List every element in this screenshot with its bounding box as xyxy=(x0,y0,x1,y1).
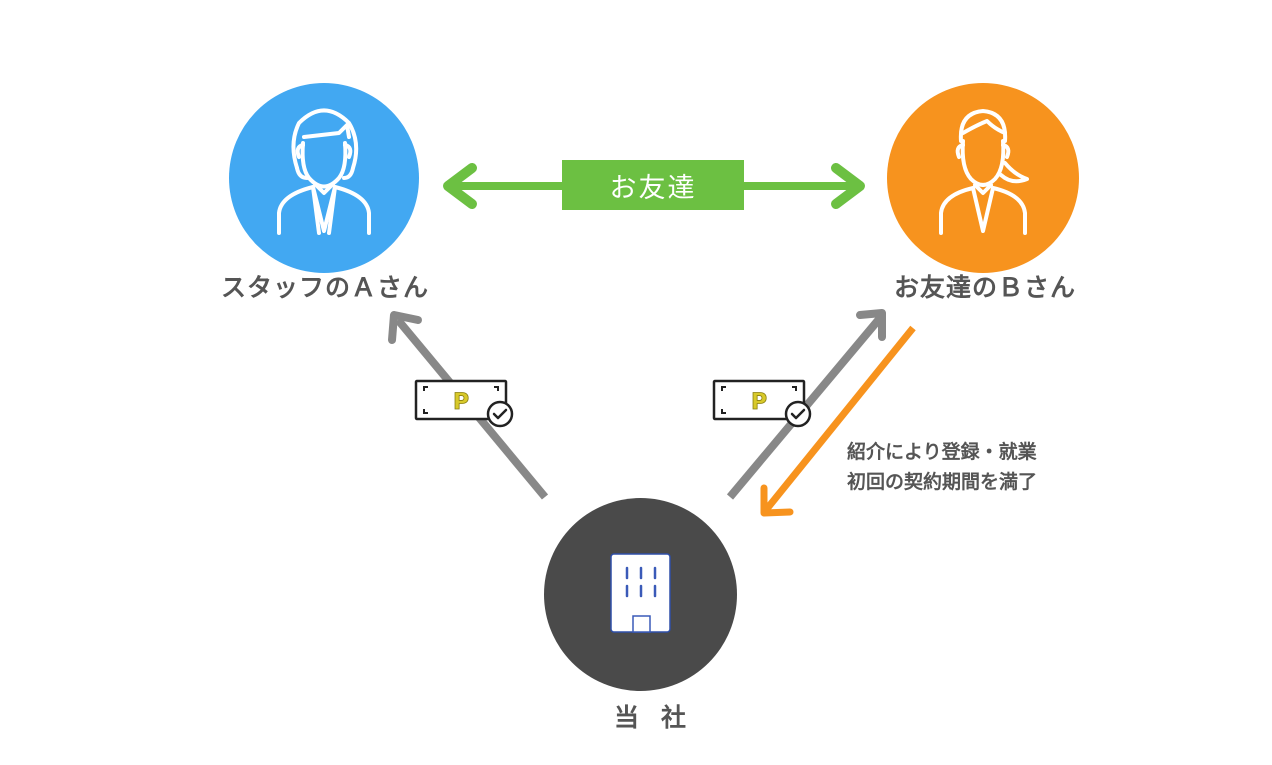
referral-condition-note: 紹介により登録・就業 初回の契約期間を満了 xyxy=(847,437,1037,497)
check-circle-icon xyxy=(486,400,514,428)
friend-b-avatar xyxy=(887,83,1079,273)
check-circle-icon xyxy=(784,400,812,428)
company-label: 当社 xyxy=(613,703,708,732)
person-woman-ponytail-icon xyxy=(939,109,1029,235)
note-line-1: 紹介により登録・就業 xyxy=(847,441,1037,463)
staff-a-avatar xyxy=(229,83,419,273)
friend-relation-label: お友達 xyxy=(562,160,744,210)
friend-b-label: お友達のＢさん xyxy=(893,273,1076,302)
friend-relation-text: お友達 xyxy=(609,172,697,204)
ticket-letter: P xyxy=(453,390,469,415)
office-building-icon xyxy=(610,553,671,633)
ticket-letter: P xyxy=(751,390,767,415)
points-ticket-right: P xyxy=(712,379,812,428)
arrow-friend-b-to-company xyxy=(760,325,916,517)
person-woman-short-hair-icon xyxy=(277,108,371,235)
points-ticket-left: P xyxy=(414,379,514,428)
company-node xyxy=(544,498,737,691)
note-line-2: 初回の契約期間を満了 xyxy=(847,471,1038,493)
staff-a-label: スタッフのＡさん xyxy=(220,273,429,302)
